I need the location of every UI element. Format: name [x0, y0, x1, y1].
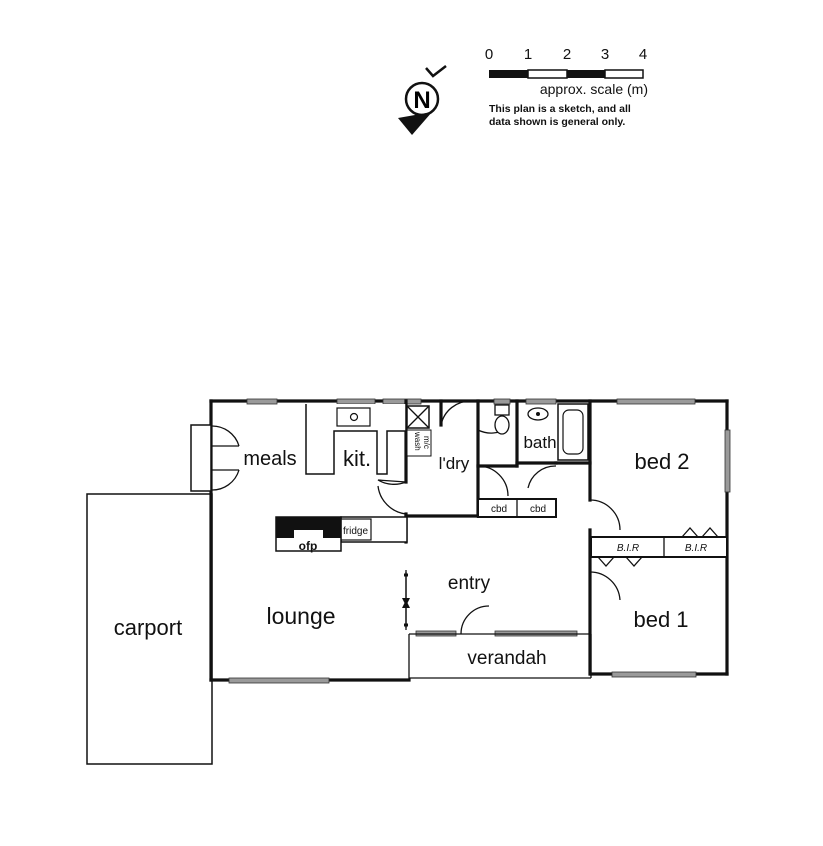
dryer-label: m/c: [422, 436, 431, 449]
carport: [86, 493, 213, 765]
room-label-lounge: lounge: [266, 603, 335, 629]
meals-bay-window: [190, 424, 240, 492]
bir-label-right: B.I.R: [685, 543, 707, 554]
room-label-entry: entry: [448, 573, 491, 594]
room-label-bed-1: bed 1: [633, 607, 688, 632]
scale-tick-4: 4: [639, 46, 647, 63]
bir-label-left: B.I.R: [617, 543, 639, 554]
compass-letter: N: [413, 87, 430, 114]
room-label-kitchen: kit.: [343, 446, 371, 471]
fireplace-label: ofp: [299, 539, 318, 553]
lounge-fixtures: fridge ofp: [275, 516, 408, 553]
scale-bar: 0 1 2 3 4 approx. scale (m) This plan is…: [485, 46, 648, 128]
scale-note-line-2: data shown is general only.: [489, 116, 625, 128]
north-compass-icon: N: [398, 65, 447, 135]
scale-tick-2: 2: [563, 46, 571, 63]
room-label-verandah: verandah: [467, 648, 546, 669]
room-label-laundry: l'dry: [439, 454, 470, 473]
scale-tick-1: 1: [524, 46, 532, 63]
scale-tick-0: 0: [485, 46, 493, 63]
kitchen-fixtures: wash m/c: [305, 404, 432, 475]
room-label-bath: bath: [523, 433, 556, 452]
scale-tick-3: 3: [601, 46, 609, 63]
washer-label: wash: [413, 431, 422, 451]
interior-walls: [404, 399, 728, 676]
fridge-label: fridge: [343, 526, 368, 537]
scale-note-line-1: This plan is a sketch, and all: [489, 103, 631, 115]
room-label-bed-2: bed 2: [634, 449, 689, 474]
room-label-meals: meals: [243, 448, 296, 470]
scale-caption: approx. scale (m): [540, 81, 648, 97]
room-label-carport: carport: [114, 615, 182, 640]
sliding-door-marker-icon: [402, 572, 410, 628]
cupboard-label-left: cbd: [491, 504, 507, 515]
bathroom-fixtures: [494, 403, 589, 461]
cupboard-label-right: cbd: [530, 504, 546, 515]
wardrobe-doors: [597, 527, 719, 567]
